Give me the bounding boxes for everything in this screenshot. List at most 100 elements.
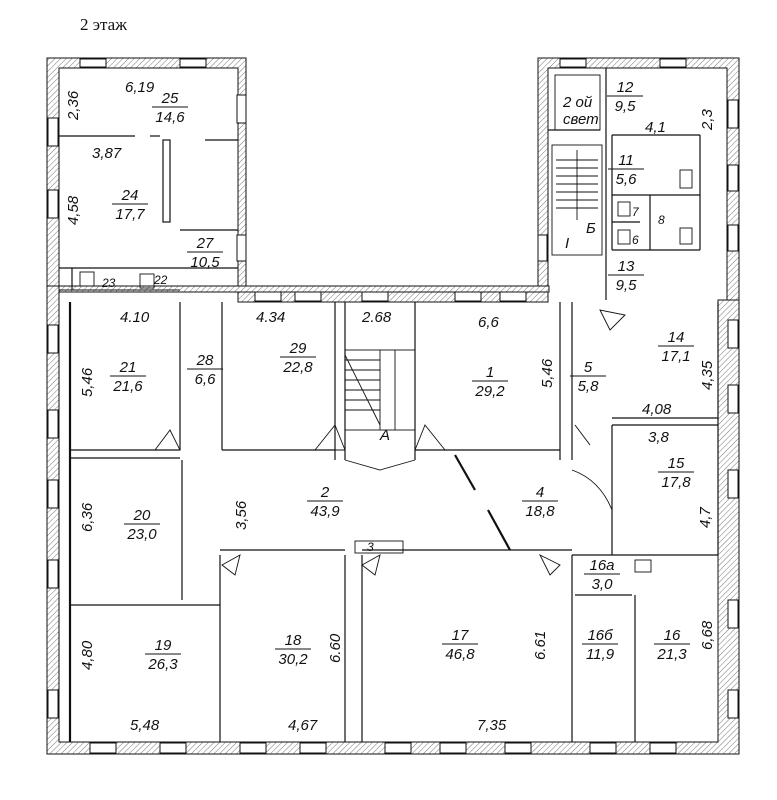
dim-3-87: 3,87 (92, 145, 122, 162)
stair-b-label: Б (586, 220, 596, 237)
dim-6-60: 6.60 (327, 633, 344, 663)
room-number: 2 (320, 484, 330, 501)
room-area: 21,3 (656, 646, 687, 663)
room-number: 24 (121, 187, 139, 204)
dim-2-3: 2,3 (699, 108, 716, 131)
room-13: 139,5 (608, 258, 644, 294)
room-number: 28 (196, 352, 214, 369)
dim-4-1: 4,1 (645, 119, 666, 136)
light-well-label-2: свет (563, 111, 599, 128)
room-number: 16а (589, 557, 614, 574)
room-22-label: 22 (153, 273, 168, 287)
room-20: 20 23,0 (124, 507, 160, 543)
room-18: 18 30,2 (275, 632, 311, 668)
room-area: 17,1 (661, 348, 690, 365)
room-area: 22,8 (282, 359, 313, 376)
room-4: 418,8 (522, 484, 558, 520)
dim-4-58: 4,58 (65, 195, 82, 225)
light-well-label-1: 2 ой (562, 94, 593, 111)
room-29: 29 22,8 (280, 340, 316, 376)
dim-4-10: 4.10 (120, 309, 150, 326)
room-area: 14,6 (155, 109, 185, 126)
room-number: 19 (155, 637, 172, 654)
room-number: 25 (161, 90, 179, 107)
room-number: 12 (617, 79, 634, 96)
dim-5-48: 5,48 (130, 717, 160, 734)
room-25: 25 14,6 (152, 90, 188, 126)
dim-6-36: 6,36 (79, 502, 96, 532)
room-number: 1 (486, 364, 494, 381)
room-area: 11,9 (586, 646, 615, 663)
room-23-label: 23 (101, 276, 116, 290)
room-16б: 16б 11,9 (582, 627, 618, 663)
dim-7-35: 7,35 (477, 717, 507, 734)
room-12: 129,5 (607, 79, 643, 115)
dim-4-67: 4,67 (288, 717, 318, 734)
room-28: 286,6 (187, 352, 223, 388)
room-area: 9,5 (615, 98, 637, 115)
room-area: 26,3 (147, 656, 178, 673)
dim-6-19: 6,19 (125, 79, 155, 96)
room-number: 18 (285, 632, 302, 649)
room-11: 115,6 (608, 152, 644, 188)
room-number: 27 (196, 235, 214, 252)
room-3-label: 3 (367, 540, 374, 554)
room-14: 14 17,1 (658, 329, 694, 365)
dim-4-35: 4,35 (699, 360, 716, 390)
dim-4-08: 4,08 (642, 401, 672, 418)
room-area: 5,6 (616, 171, 638, 188)
dimension-labels: 6,19 2,36 3,87 4,58 4.10 5,46 4.34 2.68 … (65, 79, 716, 734)
room-number: 29 (289, 340, 307, 357)
room-area: 3,0 (592, 576, 614, 593)
dim-4-34: 4.34 (256, 309, 285, 326)
room-area: 5,8 (578, 378, 600, 395)
floor-title: 2 этаж (80, 15, 127, 34)
room-area: 9,5 (616, 277, 638, 294)
room-area: 43,9 (310, 503, 340, 520)
room-6-label: 6 (632, 233, 639, 247)
dim-4-7: 4,7 (697, 506, 714, 528)
room-number: 15 (668, 455, 685, 472)
room-2: 243,9 (307, 484, 343, 520)
room-number: 11 (618, 152, 634, 169)
room-number: 16б (587, 627, 613, 644)
dim-2-36: 2,36 (65, 90, 82, 121)
dim-6-68: 6,68 (699, 620, 716, 650)
room-17: 17 46,8 (442, 627, 478, 663)
room-area: 46,8 (445, 646, 475, 663)
dim-4-80: 4,80 (79, 640, 96, 670)
room-15: 15 17,8 (658, 455, 694, 491)
dim-3-8: 3,8 (648, 429, 670, 446)
room-number: 20 (133, 507, 151, 524)
small-labels: 23 22 7 6 8 2 ой свет А Б I 3 (101, 94, 665, 554)
room-area: 18,8 (525, 503, 555, 520)
room-21: 21 21,6 (110, 359, 146, 395)
room-19: 19 26,3 (145, 637, 181, 673)
room-number: 17 (452, 627, 469, 644)
room-area: 17,8 (661, 474, 691, 491)
dim-3-56: 3,56 (233, 500, 250, 530)
room-area: 30,2 (278, 651, 308, 668)
room-area: 29,2 (474, 383, 505, 400)
room-number: 14 (668, 329, 685, 346)
interior-walls (59, 68, 719, 742)
room-area: 6,6 (195, 371, 217, 388)
room-area: 21,6 (112, 378, 143, 395)
stair-i-label: I (565, 235, 569, 252)
room-number: 16 (664, 627, 681, 644)
room-7-label: 7 (632, 205, 640, 219)
room-number: 21 (119, 359, 137, 376)
stair-a-label: А (379, 427, 390, 444)
windows (47, 58, 739, 754)
room-8-label: 8 (658, 213, 665, 227)
room-5: 55,8 (570, 359, 606, 395)
room-16: 16 21,3 (654, 627, 690, 663)
dim-5-46-left: 5,46 (79, 367, 96, 397)
room-area: 23,0 (126, 526, 157, 543)
dim-5-46-right: 5,46 (539, 358, 556, 388)
